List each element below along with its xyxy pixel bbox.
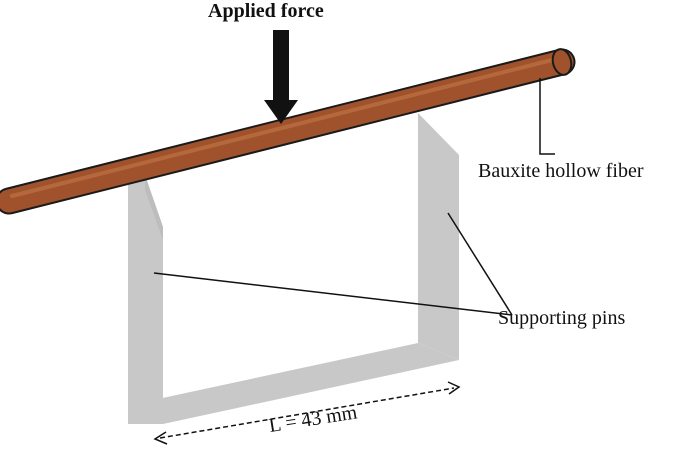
span-dimension-line (153, 381, 461, 445)
fiber-leader-line (539, 78, 555, 155)
left-pin-edge (145, 175, 163, 240)
supporting-pins-label: Supporting pins (498, 307, 626, 329)
fiber-fill (0, 50, 574, 213)
down-arrow-icon (264, 30, 298, 124)
fiber-highlight (10, 56, 562, 198)
fiber-end-cap (551, 48, 573, 76)
supporting-pins (128, 113, 459, 424)
applied-force-label: Applied force (208, 0, 324, 22)
pin-base (130, 343, 459, 424)
left-pin (128, 175, 163, 424)
right-pin (418, 113, 459, 360)
fiber-label: Bauxite hollow fiber (478, 160, 644, 182)
bauxite-hollow-fiber (0, 48, 576, 215)
pins-leader-line-left (153, 272, 513, 316)
pins-leader-line-right (447, 212, 513, 316)
